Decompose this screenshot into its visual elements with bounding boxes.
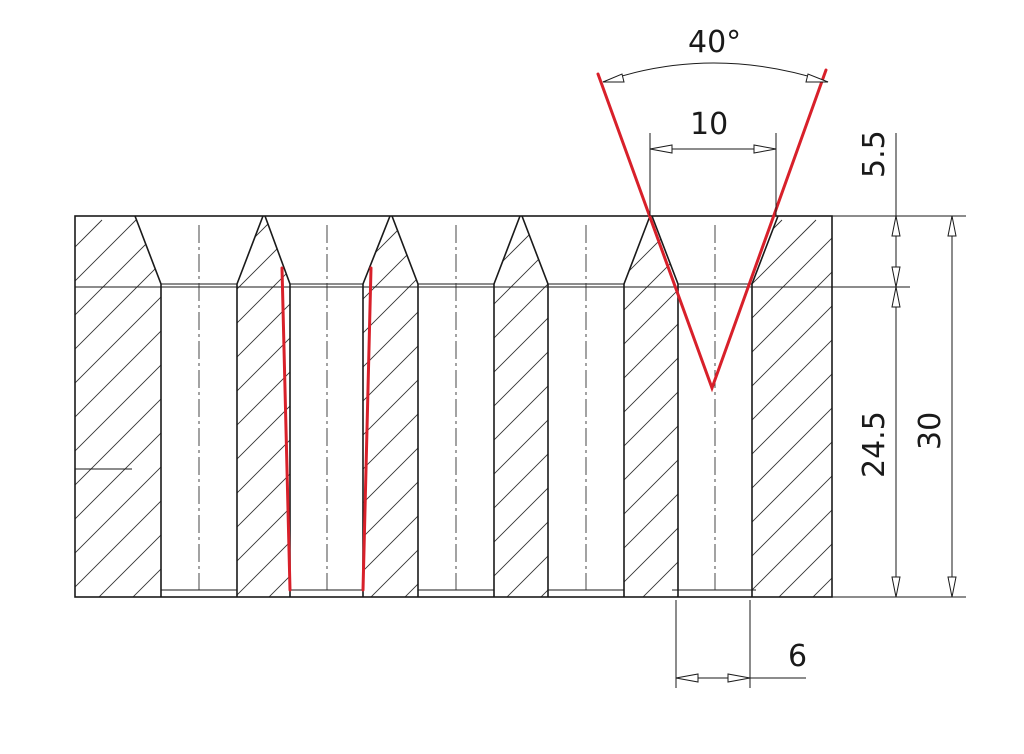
- hatch-line: [585, 219, 832, 597]
- depth-5-5-label: 5.5: [857, 130, 892, 178]
- hatch-line: [653, 219, 832, 597]
- hatch-line: [449, 219, 832, 597]
- hole-2: [264, 215, 391, 597]
- width-10-label: 10: [690, 107, 728, 142]
- angle-dimension: 40°: [602, 25, 829, 83]
- hatch-line: [994, 220, 1024, 620]
- hole-4: [521, 215, 651, 597]
- red-taper-line-left: [280, 266, 292, 592]
- hatch-line: [75, 219, 307, 597]
- hatch-line: [619, 219, 832, 597]
- width-6-label: 6: [788, 639, 807, 674]
- block-outline: [74, 215, 833, 598]
- hatch-line: [0, 220, 34, 620]
- red-taper-line-right: [361, 266, 373, 592]
- hatch-line: [483, 219, 832, 597]
- hatch-line: [75, 219, 137, 597]
- depth-24-5-dimension: 24.5: [857, 286, 901, 598]
- hole-1: [134, 215, 264, 597]
- hatch-line: [892, 220, 1024, 620]
- hatch-line: [75, 219, 375, 597]
- hole-3: [391, 215, 521, 597]
- hatch-line: [75, 219, 409, 597]
- width-6-dimension: 6: [675, 600, 807, 688]
- hatch-line: [75, 219, 443, 597]
- height-30-label: 30: [913, 412, 948, 450]
- hatch-line: [75, 219, 239, 597]
- hole-5: [651, 215, 779, 597]
- height-30-dimension: 30: [913, 215, 957, 598]
- hatch-line: [687, 219, 832, 597]
- hatch-line: [211, 219, 613, 597]
- hatch-line: [755, 219, 832, 597]
- hatch-line: [0, 220, 68, 620]
- depth-24-5-label: 24.5: [857, 411, 892, 478]
- hatch-line: [960, 220, 1024, 620]
- hatch-line: [279, 219, 681, 597]
- hatch-line: [75, 219, 103, 597]
- hatch-line: [415, 219, 817, 597]
- width-10-dimension: 10: [649, 107, 777, 216]
- angle-label: 40°: [688, 25, 741, 60]
- red-cone-v: [596, 68, 828, 393]
- hatch-line: [721, 219, 832, 597]
- hatch-line: [143, 219, 545, 597]
- hatch-line: [789, 219, 832, 597]
- hatch-line: [381, 219, 783, 597]
- hatch-line: [313, 219, 715, 597]
- depth-5-5-dimension: 5.5: [857, 130, 901, 288]
- hatch-line: [109, 219, 511, 597]
